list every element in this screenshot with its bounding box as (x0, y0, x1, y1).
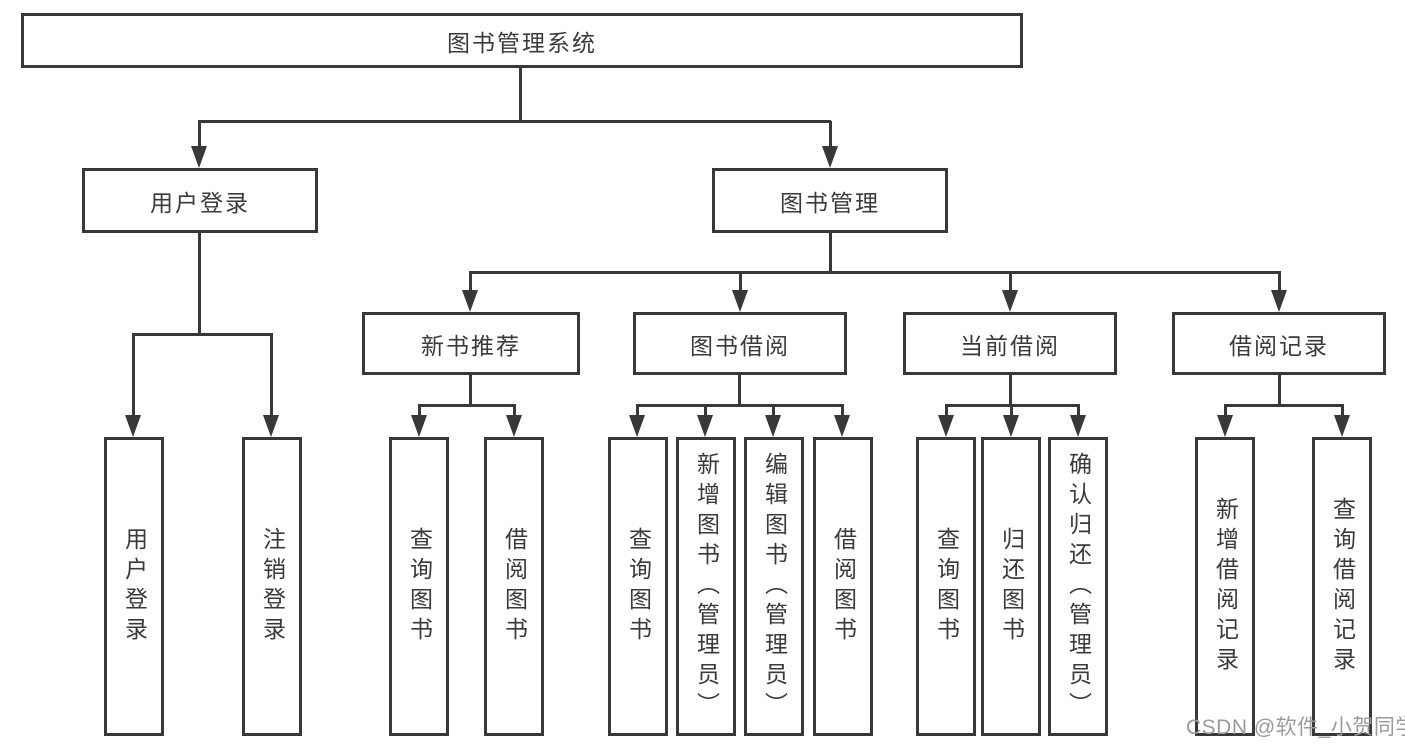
node-book-management: 图书管理 (712, 168, 948, 233)
connector-line (841, 405, 844, 417)
node-new-book-recommend: 新书推荐 (362, 312, 580, 375)
leaf-query-books-current: 查询图书 (916, 437, 976, 736)
connector-line (270, 334, 273, 417)
connector-line (469, 271, 1281, 274)
connector-line (519, 68, 522, 123)
arrow-down-icon (191, 146, 207, 168)
arrow-down-icon (411, 415, 427, 437)
connector-line (1341, 405, 1344, 417)
node-borrow-records: 借阅记录 (1172, 312, 1386, 375)
connector-line (418, 404, 516, 407)
leaf-add-book-admin: 新增图书（管理员） (676, 437, 736, 736)
connector-line (772, 405, 775, 417)
connector-line (1224, 405, 1227, 417)
connector-line (738, 374, 741, 407)
watermark: CSDN @软件_小贺同学 (1186, 716, 1405, 739)
leaf-user-login: 用户登录 (104, 437, 164, 736)
leaf-label: 查询图书 (933, 526, 960, 647)
leaf-label: 确认归还（管理员） (1065, 451, 1092, 722)
leaf-label: 编辑图书（管理员） (761, 451, 788, 722)
arrow-down-icon (629, 415, 645, 437)
arrow-down-icon (462, 290, 478, 312)
connector-line (1009, 374, 1012, 407)
node-label: 图书借阅 (690, 332, 790, 359)
connector-line (469, 272, 472, 292)
node-current-borrow: 当前借阅 (903, 312, 1117, 375)
node-book-borrow: 图书借阅 (633, 312, 847, 375)
arrow-down-icon (1334, 415, 1350, 437)
connector-line (1077, 405, 1080, 417)
arrow-down-icon (1217, 415, 1233, 437)
connector-line (418, 405, 421, 417)
leaf-label: 查询借阅记录 (1329, 496, 1356, 677)
arrow-down-icon (1003, 415, 1019, 437)
leaf-label: 借阅图书 (501, 526, 528, 647)
node-user-login: 用户登录 (82, 168, 318, 233)
arrow-down-icon (125, 415, 141, 437)
node-label: 图书管理 (780, 189, 880, 216)
leaf-label: 注销登录 (259, 526, 286, 647)
node-label: 当前借阅 (960, 332, 1060, 359)
connector-line (829, 121, 832, 150)
leaf-label: 用户登录 (121, 526, 148, 647)
arrow-down-icon (765, 415, 781, 437)
leaf-label: 查询图书 (625, 526, 652, 647)
node-label: 用户登录 (150, 189, 250, 216)
connector-line (704, 405, 707, 417)
arrow-down-icon (506, 415, 522, 437)
arrow-down-icon (938, 415, 954, 437)
arrow-down-icon (263, 415, 279, 437)
connector-line (469, 374, 472, 407)
connector-line (513, 405, 516, 417)
leaf-edit-book-admin: 编辑图书（管理员） (744, 437, 804, 736)
arrow-down-icon (732, 290, 748, 312)
leaf-label: 新增图书（管理员） (693, 451, 720, 722)
connector-line (636, 405, 639, 417)
node-label: 新书推荐 (421, 332, 521, 359)
arrow-down-icon (834, 415, 850, 437)
leaf-label: 新增借阅记录 (1212, 496, 1239, 677)
connector-line (1009, 272, 1012, 292)
connector-line (739, 272, 742, 292)
leaf-confirm-return-admin: 确认归还（管理员） (1048, 437, 1108, 736)
connector-line (829, 232, 832, 274)
leaf-label: 归还图书 (998, 526, 1025, 647)
connector-line (945, 405, 948, 417)
connector-line (132, 333, 273, 336)
leaf-label: 借阅图书 (830, 526, 857, 647)
leaf-add-borrow-record: 新增借阅记录 (1195, 437, 1255, 736)
leaf-label: 查询图书 (406, 526, 433, 647)
connector-line (1278, 272, 1281, 292)
node-label: 图书管理系统 (447, 29, 597, 56)
arrow-down-icon (822, 146, 838, 168)
connector-line (636, 404, 844, 407)
arrow-down-icon (1271, 290, 1287, 312)
connector-line (1278, 374, 1281, 407)
arrow-down-icon (1002, 290, 1018, 312)
arrow-down-icon (1070, 415, 1086, 437)
connector-line (198, 232, 201, 336)
leaf-return-book: 归还图书 (981, 437, 1041, 736)
leaf-logout: 注销登录 (242, 437, 302, 736)
leaf-borrow-books: 借阅图书 (813, 437, 873, 736)
connector-line (132, 334, 135, 417)
arrow-down-icon (697, 415, 713, 437)
connector-line (198, 120, 831, 123)
node-label: 借阅记录 (1229, 332, 1329, 359)
connector-line (1010, 405, 1013, 417)
connector-line (198, 121, 201, 150)
connector-line (1224, 404, 1344, 407)
node-library-system: 图书管理系统 (21, 13, 1023, 68)
leaf-query-books-recommend: 查询图书 (389, 437, 449, 736)
leaf-borrow-books-recommend: 借阅图书 (484, 437, 544, 736)
leaf-query-borrow-record: 查询借阅记录 (1312, 437, 1372, 736)
leaf-query-books-borrow: 查询图书 (608, 437, 668, 736)
